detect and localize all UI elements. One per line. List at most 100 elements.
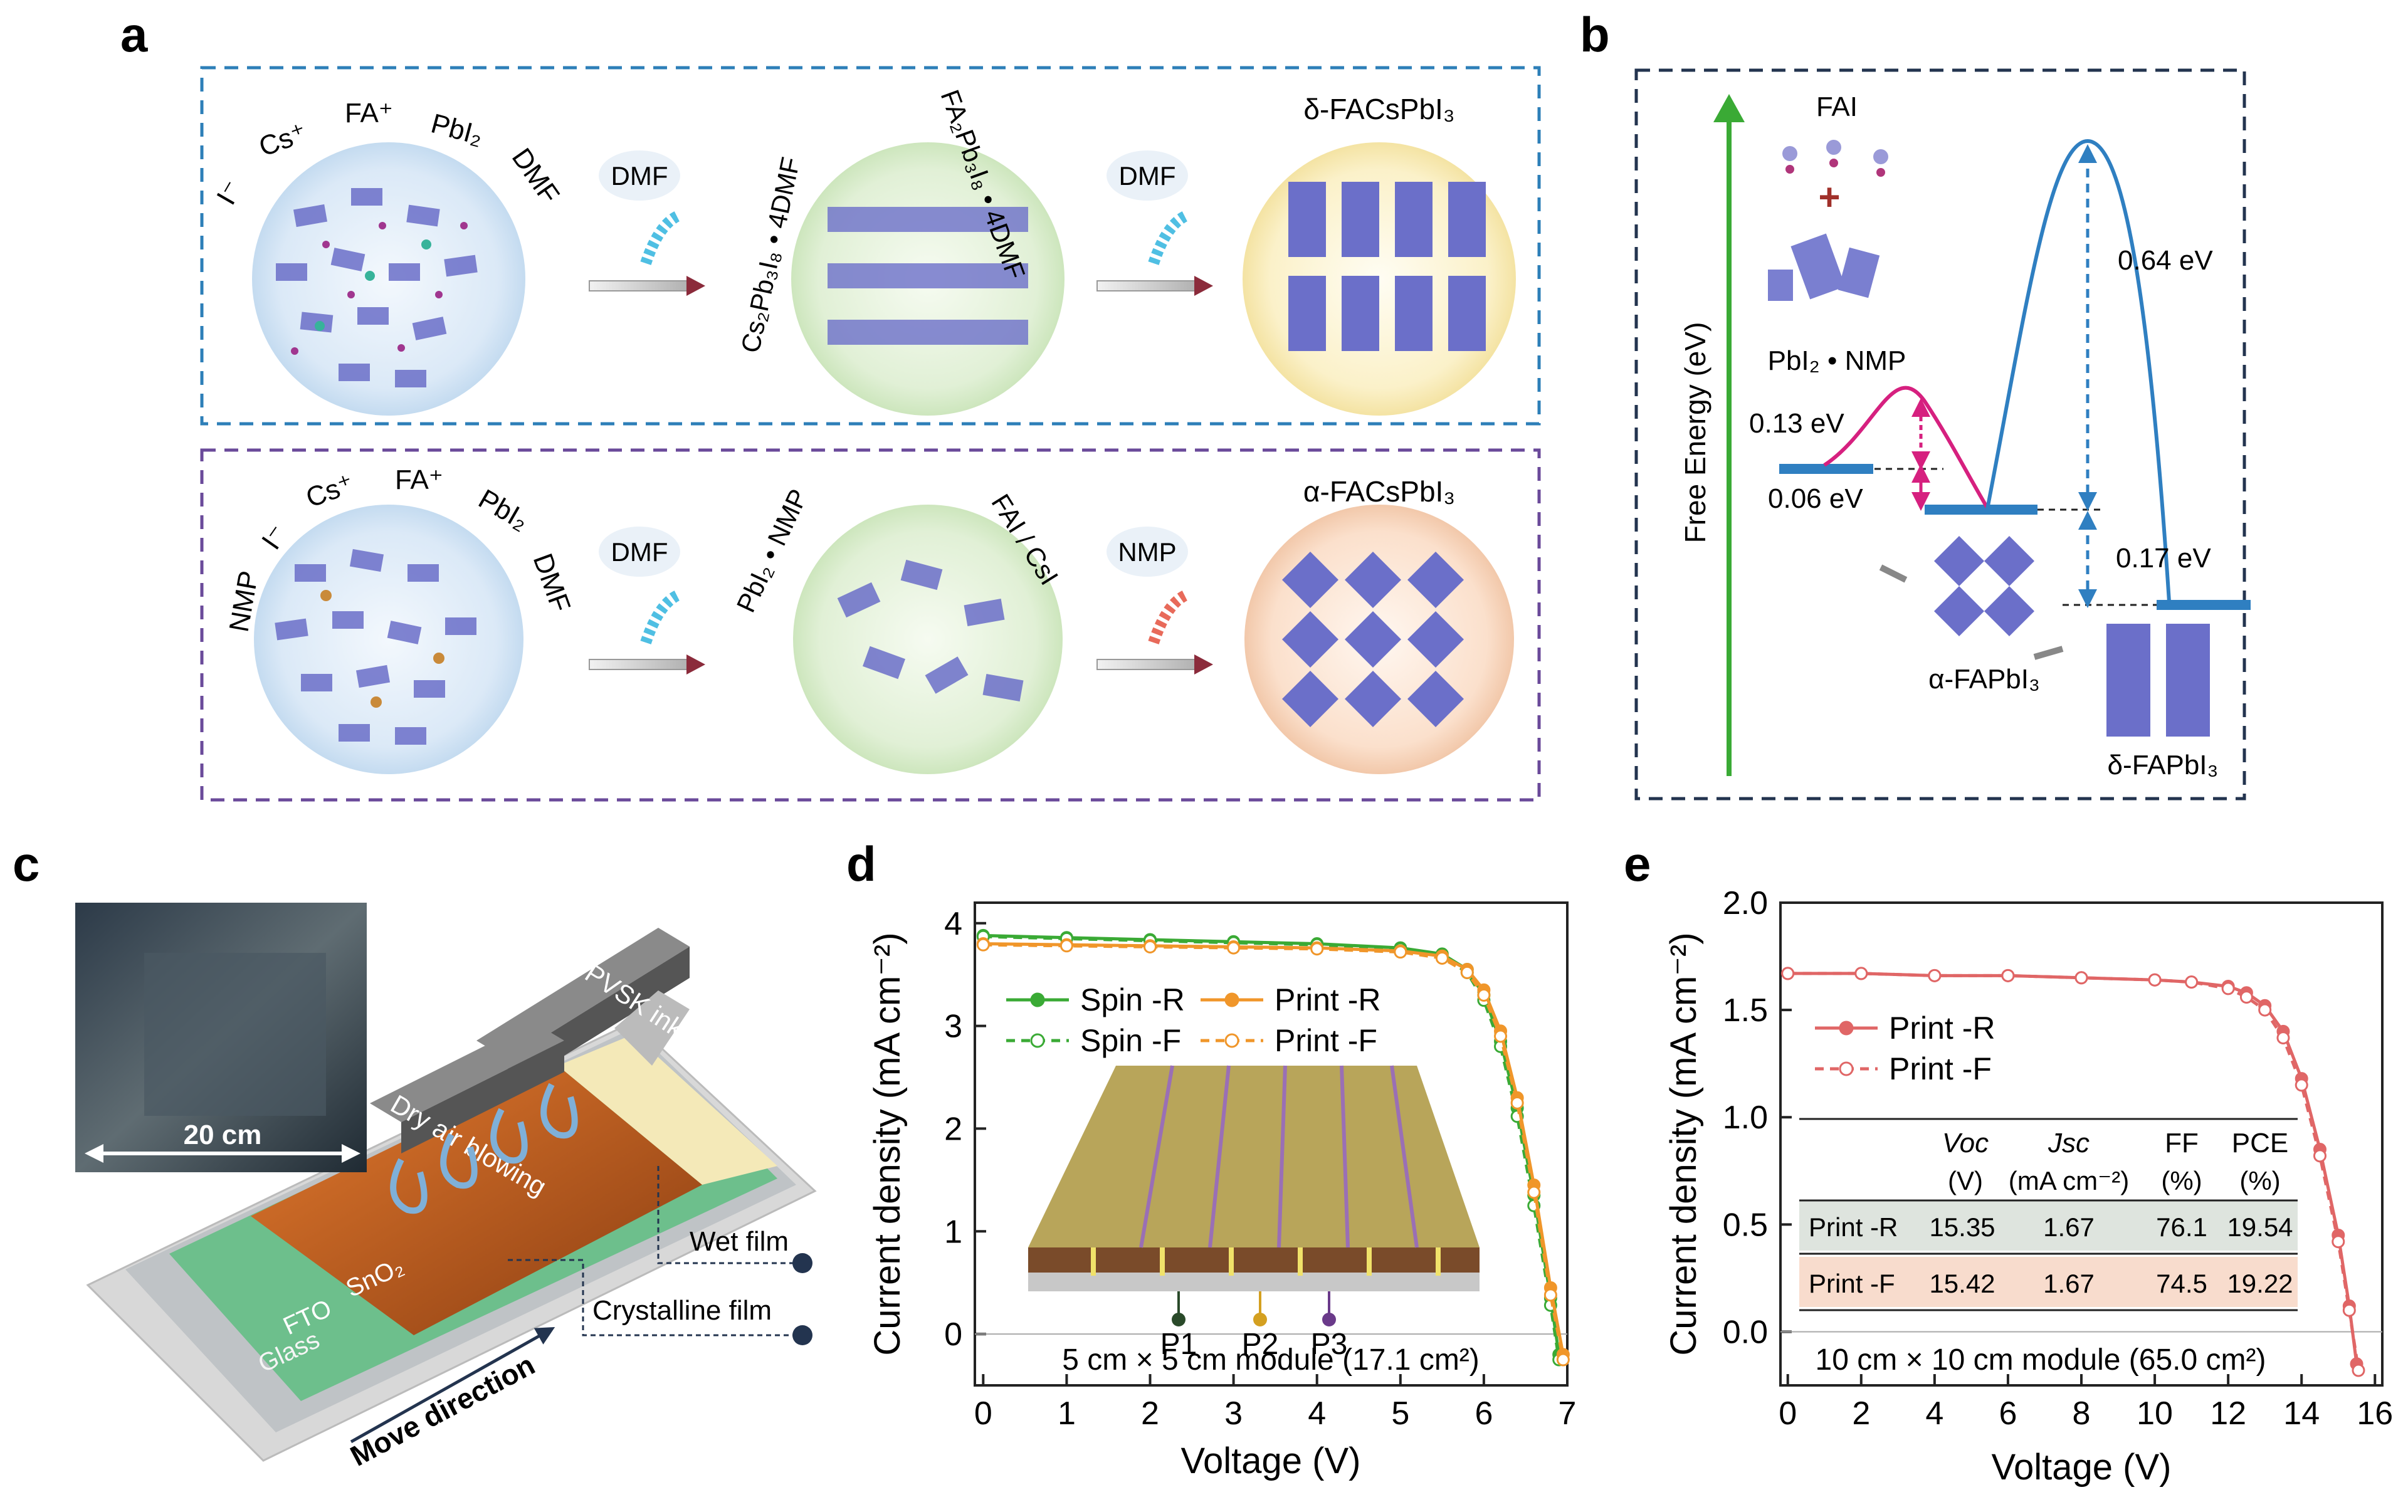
scribe-label-p3: P3 [1311,1328,1348,1361]
module-schematic-d: P1 P2 P3 [1028,1065,1480,1361]
table-header-jsc: Jsc [2048,1128,2090,1158]
data-point [2332,1235,2345,1249]
legend-label: Spin -R [1080,982,1185,1017]
x-tick-label: 1 [1058,1395,1076,1432]
label-cs: Cs⁺ [302,468,358,513]
precursor-solution-sphere-nmp [254,505,523,774]
air-flow-icon [390,1083,578,1214]
x-tick-label: 0 [1779,1395,1797,1432]
y-tick-label: 2.0 [1723,885,1768,921]
data-point [2313,1149,2327,1163]
x-tick-label: 2 [1852,1395,1870,1432]
scribe-label-p2: P2 [1242,1328,1279,1361]
alpha-phase-octahedra [1282,552,1464,727]
y-tick-label: 0 [944,1316,962,1353]
label-alpha-facspbi3: α-FACsPbI₃ [1303,475,1455,508]
table-row-name: Print -R [1809,1212,1898,1242]
series-line [1787,972,2360,1371]
data-point [1781,967,1795,980]
label-dmf: DMF [527,550,577,616]
arrow-label-dmf-3: DMF [611,537,668,567]
cloud-icon [599,150,680,201]
legend-marker [1224,1033,1239,1048]
x-tick-label: 0 [974,1395,992,1432]
table-header-voc: Voc [1942,1128,1989,1158]
reaction-arrow [589,659,690,670]
reaction-arrow [1096,659,1198,670]
data-point [2342,1303,2356,1317]
delta-phase-columns [1288,182,1486,351]
barrier-curve-alpha [1823,386,1989,509]
x-tick-label: 16 [2357,1395,2393,1432]
label-fai: FAI [1816,92,1858,122]
cloud-icon [599,527,680,577]
x-axis-label: Voltage (V) [1992,1447,2172,1488]
top-route-box [200,66,1541,426]
x-axis-label: Voltage (V) [1181,1441,1361,1481]
table-unit-pce: (%) [2239,1166,2280,1195]
x-tick-label: 12 [2210,1395,2246,1432]
x-tick-label: 6 [1999,1395,2017,1432]
y-tick-label: 3 [944,1009,962,1045]
arrow-label-dmf-1: DMF [611,161,668,191]
x-tick-label: 2 [1141,1395,1159,1432]
table-row-bg-f [1799,1257,2298,1307]
crystalline-perovskite-film [251,1066,702,1335]
data-point [2074,971,2088,985]
table-header-ff: FF [2165,1128,2199,1158]
data-point [2001,969,2015,982]
pbi2-nmp-structure [1768,233,1880,301]
label-iodide: I⁻ [211,176,248,210]
label-fa: FA⁺ [345,98,393,129]
data-point [2258,1003,2272,1017]
wet-film [558,1034,777,1185]
legend-label: Print -R [1275,982,1380,1017]
table-header-pce: PCE [2232,1128,2288,1158]
data-point [1543,1288,1557,1302]
metrics-table: Voc Jsc FF PCE (V) (mA cm⁻²) (%) (%) Pri… [1809,1128,2293,1298]
table-cell-pce: 19.54 [2227,1212,2293,1242]
panel-c: c PVSK ink printing Dry air blowing 20 c… [13,836,817,1473]
legend-label: Print -F [1275,1023,1377,1058]
diffusion-arrow-icon [2033,646,2064,660]
table-unit-voc: (V) [1948,1166,1983,1195]
x-tick-label: 4 [1308,1395,1326,1432]
reaction-arrow [589,280,690,291]
y-tick-label: 1 [944,1214,962,1250]
y-tick-label: 1.0 [1723,1100,1768,1136]
x-tick-label: 3 [1224,1395,1243,1432]
reaction-arrow [1096,280,1198,291]
intermediate-sphere-nmp [793,505,1063,774]
label-delta-fapbi3: δ-FAPbI₃ [2108,750,2219,780]
label-alpha-fapbi3: α-FAPbI₃ [1928,664,2040,695]
evaporation-arrow-icon [640,590,680,644]
panel-label-b: b [1580,7,1610,62]
barrier-curve-delta [1985,139,2171,602]
data-point [2295,1078,2308,1092]
label-cs: Cs⁺ [255,117,311,162]
alpha-energy-level [1925,505,2037,515]
cloud-icon [1107,150,1188,201]
data-point [1059,939,1073,953]
legend-marker [1030,1033,1045,1048]
table-cell-jsc: 1.67 [2043,1269,2095,1298]
label-0-64-ev: 0.64 eV [2118,245,2213,276]
data-point [2148,973,2162,987]
axis-label-free-energy: Free Energy (eV) [1679,322,1711,543]
evaporation-arrow-icon [640,211,680,265]
data-point [1227,941,1241,955]
y-ticks: 0.00.51.01.52.0 [1723,885,1792,1350]
data-point [2185,975,2199,989]
table-row-bg-r [1799,1200,2298,1251]
table-cell-jsc: 1.67 [2043,1212,2095,1242]
arrow-label-dmf-2: DMF [1119,161,1176,191]
delta-energy-level [2157,600,2251,610]
ions-dots [291,222,468,355]
panel-a: a I⁻ Cs⁺ FA⁺ PbI₂ DMF DMF Cs₂Pb₃I₈ • 4DM… [120,7,1541,802]
evaporation-arrow-icon [1148,590,1188,644]
panel-label-e: e [1624,836,1651,891]
y-tick-label: 0.0 [1723,1314,1768,1350]
